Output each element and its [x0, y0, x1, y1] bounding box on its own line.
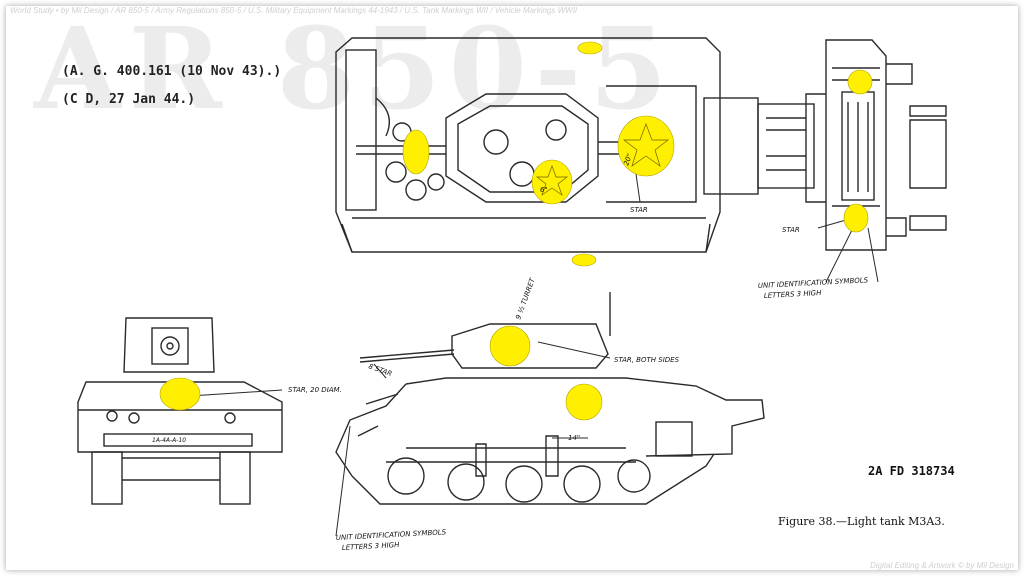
- label-star-both-sides: STAR, BOTH SIDES: [614, 356, 680, 364]
- label-turret-dim: 9 ½ TURRET: [514, 276, 537, 320]
- star-outlines: [535, 123, 670, 196]
- label-unit-symbols-rear-2: LETTERS 3 HIGH: [764, 289, 823, 300]
- leader-lines: [189, 173, 879, 537]
- figure-caption: Figure 38.—Light tank M3A3.: [778, 515, 945, 528]
- label-star-20: 20": [622, 153, 634, 167]
- label-star-top: STAR: [630, 206, 648, 214]
- front-view: [77, 317, 283, 505]
- top-view: [335, 37, 815, 253]
- watermark-text: AR 850-5: [34, 6, 676, 135]
- cd-reference: (C D, 27 Jan 44.): [62, 92, 196, 107]
- label-dim-14: 14": [568, 434, 580, 442]
- marking-top-left-star: [402, 129, 430, 175]
- ag-reference: (A. G. 400.161 (10 Nov 43).): [62, 64, 282, 79]
- side-view: [335, 292, 765, 505]
- label-star-rear: STAR: [782, 226, 800, 234]
- credit-top: World Study • by Mil Design / AR 850-5 /…: [10, 6, 578, 15]
- credit-bottom: Digital Editing & Artwork © by Mil Desig…: [870, 561, 1014, 570]
- label-star-6: 6": [540, 186, 548, 194]
- label-plate: 1A-4A-A-10: [152, 437, 186, 444]
- label-star-8: 8 STAR: [367, 362, 393, 378]
- marking-rear-top: [847, 69, 873, 95]
- figure-frame: AR 850-5 World Study • by Mil Design / A…: [6, 6, 1018, 570]
- rear-view: [805, 39, 947, 251]
- marking-side-hull-star: [565, 383, 603, 421]
- marking-top-rear: [571, 253, 597, 267]
- label-star-front: STAR, 20 DIAM.: [288, 386, 342, 394]
- tank-drawing: STAR STAR UNIT IDENTIFICATION SYMBOLS LE…: [77, 37, 947, 552]
- marking-rear-star: [843, 203, 869, 233]
- marking-side-turret-star: [489, 325, 531, 367]
- label-unit-symbols-side-1: UNIT IDENTIFICATION SYMBOLS: [336, 528, 447, 542]
- marking-top-front: [577, 41, 603, 55]
- figure-id: 2A FD 318734: [868, 464, 955, 478]
- marking-front-star: [159, 377, 201, 411]
- marking-deck-star: [617, 115, 675, 177]
- star-markings: [159, 41, 873, 421]
- label-unit-symbols-rear-1: UNIT IDENTIFICATION SYMBOLS: [758, 276, 869, 290]
- label-unit-symbols-side-2: LETTERS 3 HIGH: [342, 541, 401, 552]
- marking-turret-star: [531, 159, 573, 205]
